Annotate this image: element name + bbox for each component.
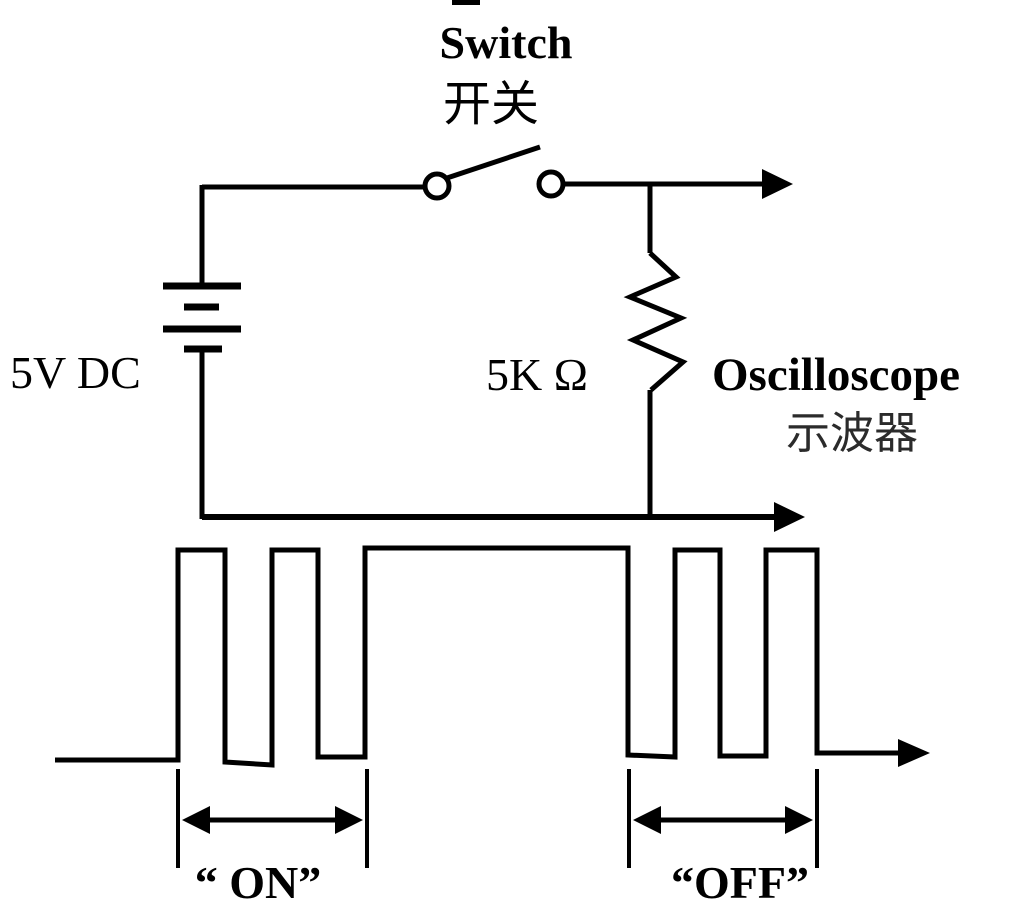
bottom-output-arrowhead — [774, 502, 805, 532]
off-arrowhead-left — [633, 806, 661, 834]
off-arrowhead-right — [785, 806, 813, 834]
on-arrowhead-left — [182, 806, 210, 834]
clipped-text-artifact — [452, 0, 480, 5]
battery-voltage-label: 5V DC — [10, 347, 141, 398]
switch-label-en: Switch — [440, 17, 573, 68]
off-label: “OFF” — [671, 857, 809, 908]
off-dimension — [627, 769, 819, 868]
on-label: “ ON” — [195, 857, 322, 908]
oscilloscope-label-cn: 示波器 — [786, 409, 918, 458]
switch-contact-right — [536, 169, 566, 199]
on-arrowhead-right — [335, 806, 363, 834]
oscilloscope-label-en: Oscilloscope — [712, 349, 960, 401]
switch-contact-left — [422, 171, 452, 201]
switch-lever — [446, 144, 541, 181]
waveform-arrowhead — [898, 739, 930, 767]
resistor-zigzag — [623, 251, 688, 392]
resistor-value-label: 5K Ω — [486, 349, 588, 400]
switch-symbol — [422, 144, 566, 201]
switch-label-cn: 开关 — [443, 78, 539, 131]
battery-symbol — [163, 282, 241, 353]
on-dimension — [176, 769, 369, 868]
top-output-arrowhead — [762, 169, 793, 199]
bounce-waveform — [55, 545, 902, 768]
